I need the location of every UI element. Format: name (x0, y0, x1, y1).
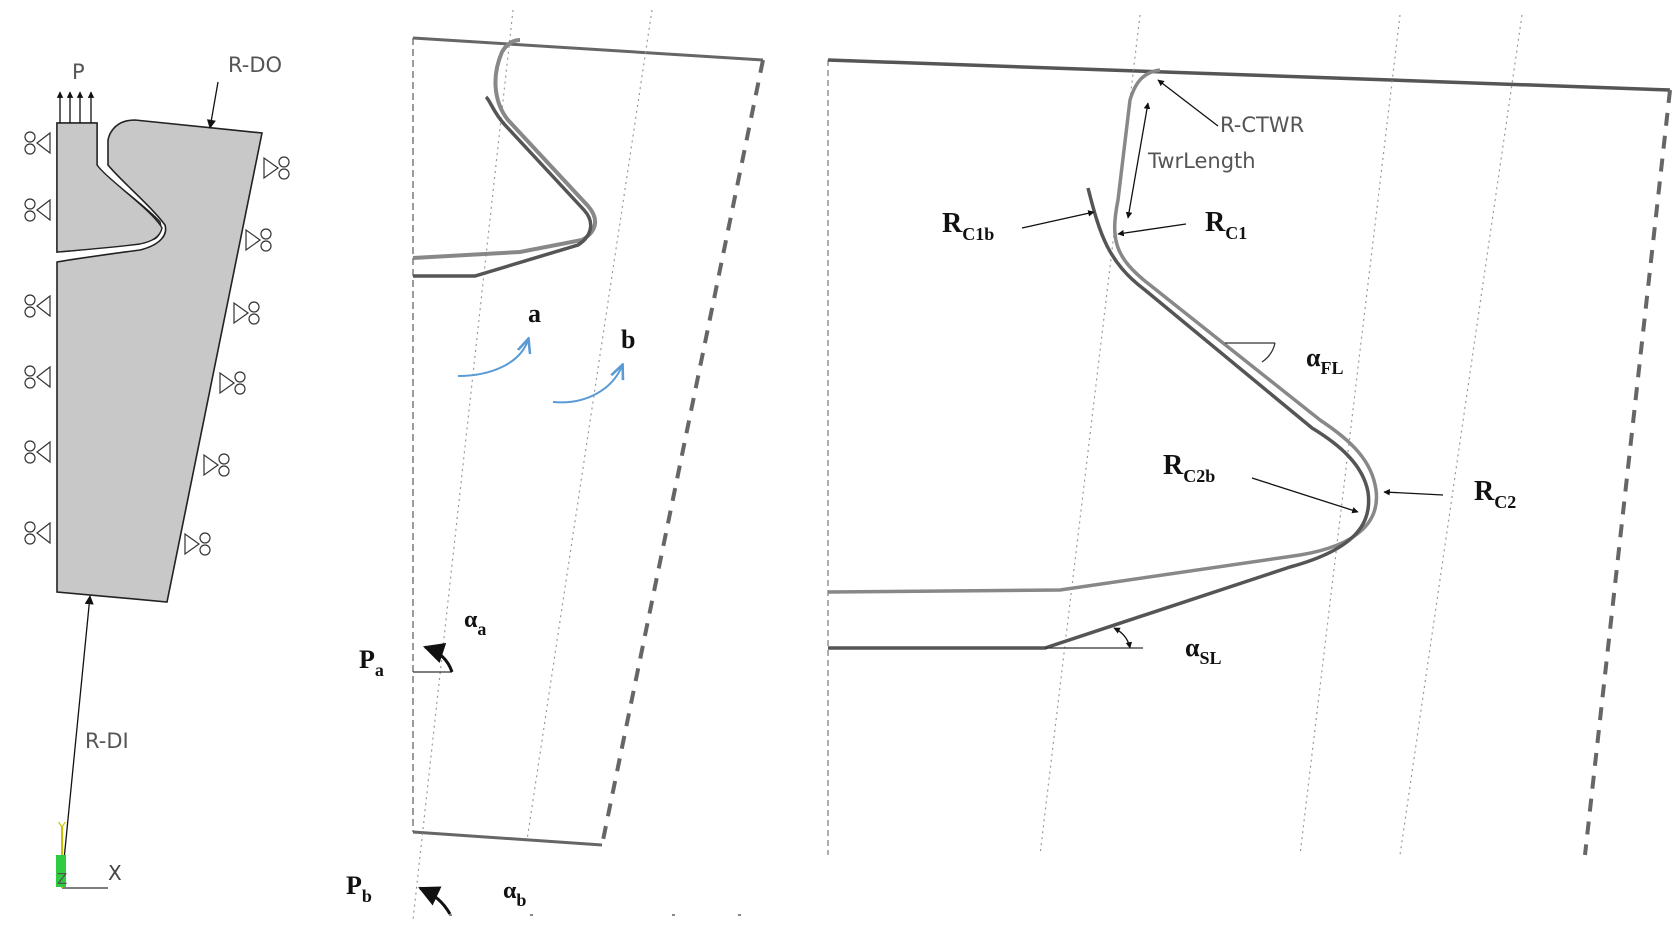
right-contact-outer (827, 68, 1379, 594)
dovetail-blade-root (56, 122, 163, 253)
outer-radius-leader (206, 81, 219, 129)
middle-panel: a b Pa αa Pb αb (346, 9, 765, 921)
left-panel: P R-DO R-DI Y Z X (24, 53, 290, 889)
axis-x-label: X (108, 861, 122, 885)
inner-radius-label: R-DI (85, 729, 129, 753)
arrow-b (552, 366, 622, 404)
rc1-label: RC1 (1205, 207, 1247, 243)
mid-contact-curve-outer (412, 38, 598, 260)
twr-length-label: TwrLength (1147, 149, 1256, 173)
axis-y-label: Y (57, 821, 66, 836)
path-a-line (412, 9, 514, 921)
path-b-line (526, 9, 653, 841)
right-top-boundary (827, 58, 1671, 92)
point-a-marker (413, 643, 454, 673)
right-right-boundary (1583, 89, 1672, 856)
right-panel: R-CTWR TwrLength RC1b RC1 αFL RC2b RC2 α… (827, 14, 1672, 856)
path-b-label: b (621, 325, 635, 354)
ctwr-label: R-CTWR (1220, 113, 1304, 137)
right-contact-inner (828, 187, 1371, 650)
mid-right-boundary (600, 59, 765, 846)
rc2b-leader (1251, 477, 1359, 514)
point-b-label: Pb (346, 871, 372, 906)
left-supports (24, 131, 51, 545)
path-a-label: a (528, 299, 541, 328)
load-label: P (72, 60, 85, 84)
twr-length-dimension (1125, 102, 1151, 219)
rc2-label: RC2 (1474, 476, 1516, 512)
ctwr-leader (1157, 79, 1219, 127)
mid-top-boundary (412, 36, 764, 62)
alpha-fl-marker (1225, 342, 1276, 363)
rc1-leader (1117, 223, 1187, 237)
rc2-leader (1383, 489, 1444, 496)
bottom-dots (449, 914, 741, 916)
alpha-sl-label: αSL (1185, 633, 1222, 668)
alpha-sl-marker (1045, 627, 1143, 649)
mid-bottom-boundary (412, 830, 603, 847)
point-b-marker (418, 886, 452, 915)
axis-z-label: Z (57, 870, 67, 888)
rc1b-leader (1021, 210, 1095, 229)
alpha-fl-label: αFL (1306, 343, 1344, 378)
arrow-a (457, 340, 528, 377)
path-guide-2 (1299, 14, 1401, 856)
load-arrows (56, 91, 95, 123)
coordinate-triad: Y Z X (56, 821, 122, 889)
angle-b-label: αb (503, 878, 526, 910)
path-guide-3 (1399, 14, 1523, 856)
inner-radius-leader (61, 595, 94, 881)
point-a-label: Pa (359, 645, 384, 680)
outer-radius-label: R-DO (228, 53, 282, 77)
rc1b-label: RC1b (942, 208, 994, 244)
mid-contact-curve-inner (413, 95, 593, 278)
angle-a-label: αa (464, 607, 486, 639)
rc2b-label: RC2b (1163, 450, 1215, 486)
